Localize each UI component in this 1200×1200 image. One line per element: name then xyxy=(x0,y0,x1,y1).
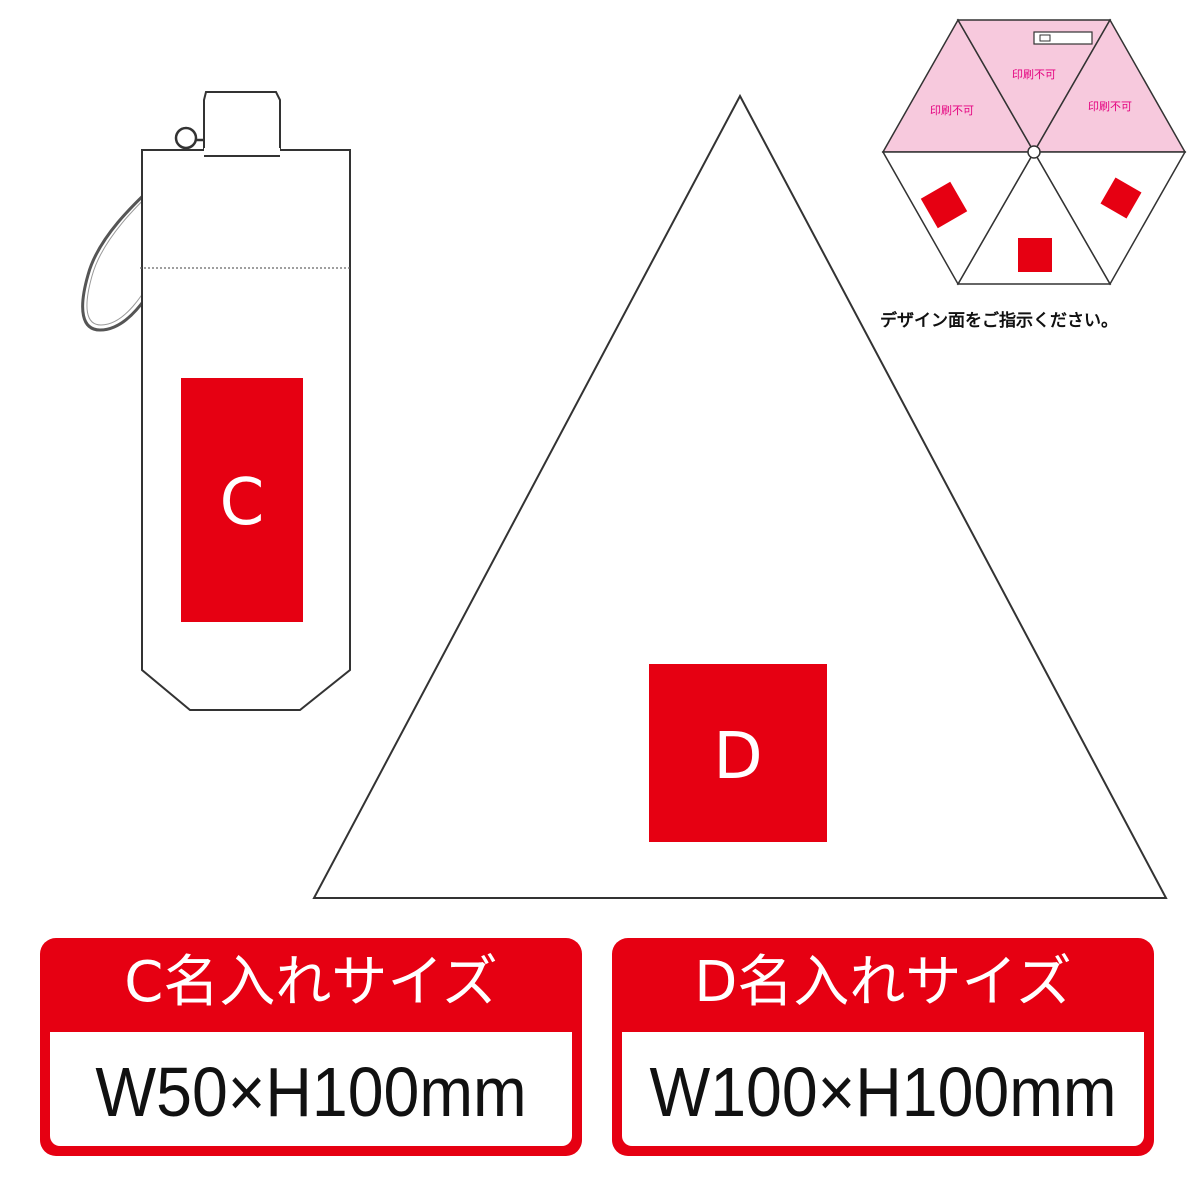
umbrella-hub xyxy=(1027,145,1041,159)
design-side-note: デザイン面をご指示ください。 xyxy=(880,311,1118,331)
mini-print-area-right xyxy=(1100,177,1142,219)
mini-print-area-left xyxy=(920,181,968,229)
size-card-title: C名入れサイズ xyxy=(124,950,498,1015)
no-print-label: 印刷不可 xyxy=(1012,68,1056,81)
print-area-d-label: D xyxy=(713,720,762,794)
print-area-c xyxy=(181,378,303,622)
segment-print-left xyxy=(881,151,1036,286)
size-card-value: W50×H100mm xyxy=(95,1053,527,1131)
print-area-d xyxy=(649,664,827,842)
size-card-c: C名入れサイズ W50×H100mm xyxy=(40,938,582,1156)
print-area-c-label: C xyxy=(220,466,265,540)
size-card-value-box: W50×H100mm xyxy=(50,1032,572,1146)
no-print-label: 印刷不可 xyxy=(930,104,974,117)
size-card-value-box: W100×H100mm xyxy=(622,1032,1144,1146)
strap-ring-icon xyxy=(174,126,198,150)
umbrella-top-view: 印刷不可 印刷不可 印刷不可 xyxy=(881,18,1187,286)
size-card-d: D名入れサイズ W100×H100mm xyxy=(612,938,1154,1156)
no-print-label: 印刷不可 xyxy=(1088,100,1132,113)
case-cap xyxy=(203,91,281,157)
size-card-title: D名入れサイズ xyxy=(694,950,1072,1015)
panel-triangle xyxy=(312,93,1168,899)
mini-print-area-bottom xyxy=(1018,238,1052,272)
umbrella-case: C xyxy=(81,91,351,711)
size-card-value: W100×H100mm xyxy=(649,1053,1117,1131)
umbrella-panel: D xyxy=(312,93,1168,899)
